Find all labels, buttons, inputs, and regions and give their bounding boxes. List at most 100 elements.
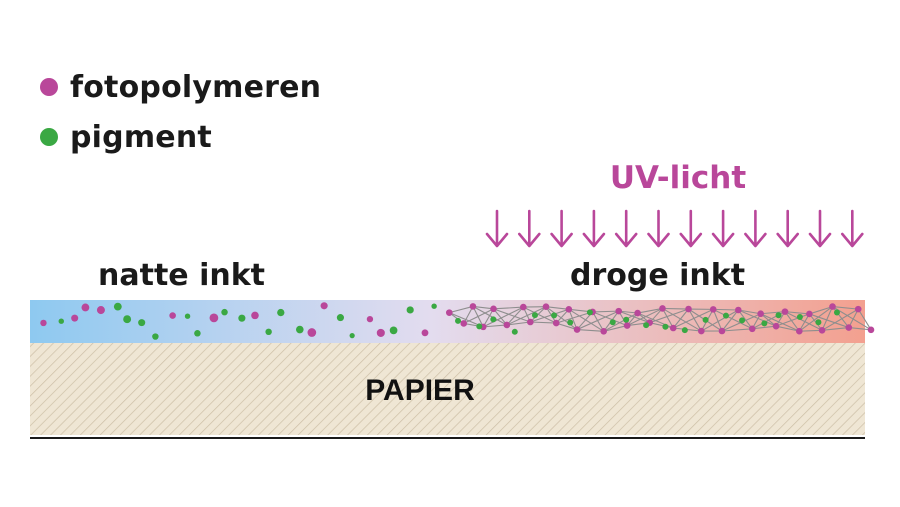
polymer-link [568, 309, 578, 330]
photopolymer-particle [806, 310, 813, 318]
uv-arrow-head [582, 232, 606, 248]
uv-arrow-icon [582, 209, 606, 248]
uv-arrow-icon [550, 209, 573, 248]
polymer-link [649, 308, 689, 324]
pigment-particle [238, 314, 246, 322]
photopolymer-particle [320, 302, 328, 310]
pigment-particle [113, 302, 122, 311]
ink-layer [30, 300, 865, 343]
photopolymer-particle [781, 308, 789, 315]
dry-ink-label: droge inkt [570, 258, 746, 293]
photopolymer-particle [169, 312, 176, 319]
uv-arrow-head [518, 232, 541, 248]
polymer-link [493, 308, 508, 326]
polymer-link [857, 308, 872, 331]
polymer-link [737, 309, 753, 330]
photopolymer-particle [421, 329, 429, 337]
paper-label: PAPIER [365, 374, 475, 407]
photopolymer-dot-icon [40, 78, 58, 96]
photopolymer-particle [460, 320, 468, 327]
photopolymer-particle [734, 306, 742, 314]
polymer-link [529, 306, 547, 323]
polymer-link [472, 306, 484, 328]
polymer-link [592, 311, 628, 327]
pigment-particle [277, 308, 285, 317]
polymer-link [738, 309, 761, 315]
pigment-particle [722, 312, 729, 319]
photopolymer-particle [366, 315, 374, 323]
pigment-particle [815, 319, 822, 326]
uv-arrow-head [841, 232, 864, 248]
polymer-link [649, 322, 674, 329]
polymer-link [483, 324, 507, 328]
polymer-link [463, 308, 494, 324]
pigment-particle [586, 309, 593, 316]
photopolymer-particle [490, 305, 497, 313]
polymer-link [592, 310, 619, 313]
legend-item-pigment: pigment [40, 112, 321, 162]
pigment-particle [336, 314, 344, 322]
uv-arrow-icon [776, 209, 799, 248]
pigment-particle [662, 323, 669, 330]
pigment-particle [609, 319, 616, 326]
polymer-link [832, 306, 850, 328]
uv-arrow-icon [518, 209, 541, 248]
pigment-particle [761, 320, 768, 327]
pigment-particle [221, 308, 228, 316]
polymer-link [506, 306, 547, 326]
polymer-link [822, 327, 849, 331]
polymer-link [482, 306, 524, 328]
pigment-particle [431, 303, 437, 309]
polymer-link [784, 311, 810, 315]
photopolymer-particle [659, 305, 666, 312]
polymer-link [784, 311, 800, 332]
polymer-link [760, 313, 777, 327]
pigment-particle [152, 333, 159, 340]
photopolymer-particle [376, 328, 385, 337]
photopolymer-particle [40, 319, 47, 327]
photopolymer-particle [71, 314, 79, 322]
polymer-link [832, 306, 859, 310]
photopolymer-particle [748, 325, 756, 333]
photopolymer-particle [845, 324, 853, 331]
uv-arrow-head [550, 232, 573, 248]
photopolymer-particle [251, 311, 259, 320]
photopolymer-particle [623, 322, 631, 329]
polymer-link [775, 325, 800, 332]
photopolymer-particle [307, 328, 317, 337]
pigment-particle [194, 330, 201, 337]
polymer-link [688, 308, 702, 332]
polymer-link [809, 306, 833, 315]
polymer-link [752, 325, 777, 330]
polymer-link [493, 306, 524, 310]
polymer-link [672, 308, 689, 329]
polymer-link [738, 309, 777, 327]
polymer-link [506, 306, 524, 326]
photopolymer-particle [600, 328, 608, 335]
photopolymer-particle [709, 306, 717, 313]
uv-arrow-head [744, 232, 767, 248]
photopolymer-particle [445, 309, 453, 316]
polymer-link [626, 307, 663, 327]
polymer-link [798, 313, 810, 332]
polymer-link [556, 311, 593, 324]
pigment-particle [551, 312, 558, 319]
photopolymer-particle [669, 324, 677, 332]
uv-arrows [485, 209, 864, 248]
uv-arrow-icon [647, 209, 670, 248]
pigment-particle [123, 315, 132, 324]
uv-arrow-icon [614, 209, 638, 248]
pigment-particle [775, 312, 782, 319]
pigment-particle [833, 309, 840, 316]
photopolymer-particle [209, 313, 219, 323]
polymer-link [848, 327, 872, 331]
polymer-link [712, 308, 753, 330]
pigment-particle [681, 327, 688, 334]
photopolymer-particle [772, 322, 780, 330]
pigment-dot-icon [40, 128, 58, 146]
polymer-link [809, 313, 849, 329]
polymer-link [530, 308, 569, 323]
uv-arrow-head [679, 232, 703, 248]
pigment-particle [349, 332, 355, 339]
polymer-link [662, 308, 674, 329]
